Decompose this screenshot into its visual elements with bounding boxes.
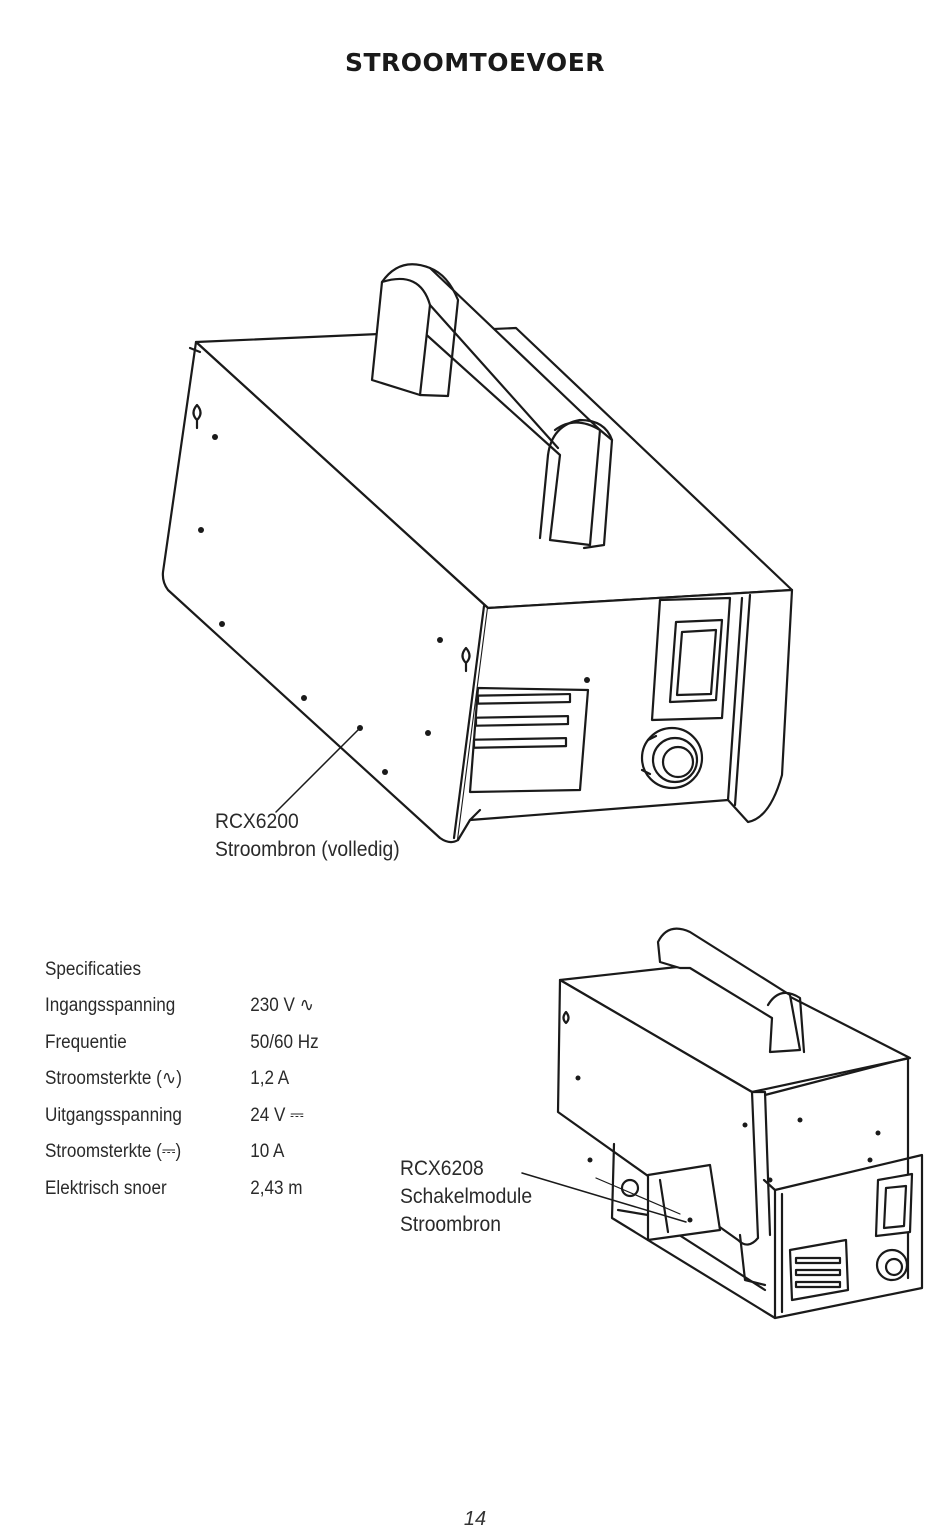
- spec-label: Elektrisch snoer: [45, 1177, 167, 1199]
- page-title: STROOMTOEVOER: [344, 48, 606, 77]
- switch-module-illustration: [556, 927, 924, 1320]
- callout-model: RCX6208: [400, 1157, 484, 1180]
- page-number: 14: [463, 1508, 487, 1530]
- spec-value: 50/60 Hz: [250, 1031, 319, 1053]
- spec-label: Stroomsterkte (⎓): [45, 1141, 182, 1162]
- spec-value: 10 A: [250, 1141, 285, 1162]
- power-supply-illustration: [161, 263, 794, 844]
- spec-row: Stroomsterkte (⎓) 10 A: [45, 1139, 319, 1176]
- callout-rcx6200: RCX6200 Stroombron (volledig): [215, 808, 400, 864]
- spec-row: Ingangsspanning 230 V ∿: [45, 993, 319, 1030]
- spec-label: Frequentie: [45, 1031, 127, 1053]
- callout-line1: Schakelmodule: [400, 1185, 533, 1208]
- specifications-table: Specificaties Ingangsspanning 230 V ∿ Fr…: [45, 957, 319, 1212]
- spec-label: Uitgangsspanning: [45, 1104, 182, 1126]
- callout-line2: Stroombron: [400, 1213, 501, 1236]
- spec-label: Stroomsterkte (∿): [45, 1068, 182, 1089]
- spec-row: Uitgangsspanning 24 V ⎓: [45, 1103, 319, 1140]
- spec-row: Elektrisch snoer 2,43 m: [45, 1176, 319, 1213]
- spec-label: Ingangsspanning: [45, 995, 176, 1016]
- spec-value: 2,43 m: [250, 1177, 303, 1199]
- spec-row: Frequentie 50/60 Hz: [45, 1030, 319, 1067]
- spec-value: 1,2 A: [250, 1068, 290, 1089]
- specs-heading: Specificaties: [45, 959, 142, 980]
- spec-value: 24 V ⎓: [250, 1104, 304, 1126]
- callout-description: Stroombron (volledig): [215, 838, 400, 861]
- spec-value: 230 V ∿: [250, 995, 314, 1016]
- leader-line-module: [521, 1172, 687, 1223]
- callout-model: RCX6200: [215, 810, 299, 833]
- callout-rcx6208: RCX6208 Schakelmodule Stroombron: [400, 1155, 532, 1239]
- spec-row: Stroomsterkte (∿) 1,2 A: [45, 1066, 319, 1103]
- leader-line-main: [275, 729, 359, 813]
